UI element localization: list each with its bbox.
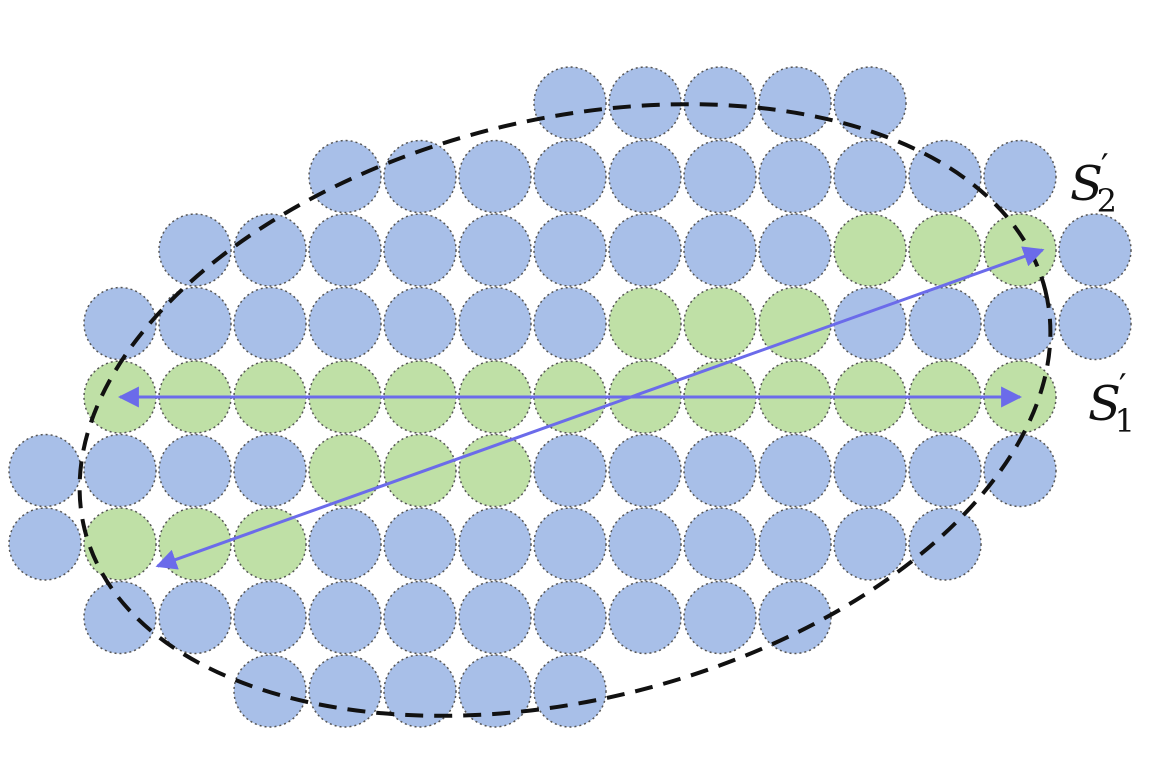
cell xyxy=(533,139,607,214)
cell xyxy=(758,580,832,655)
highlighted-cell xyxy=(233,507,307,581)
cell xyxy=(758,213,832,287)
highlighted-cell xyxy=(608,286,682,361)
cell xyxy=(308,507,382,581)
dashed-ellipse-boundary xyxy=(77,102,1053,718)
diameter-arrows xyxy=(117,246,1045,570)
cell xyxy=(458,139,532,214)
highlighted-cell xyxy=(833,213,907,287)
cell xyxy=(533,213,607,287)
cell xyxy=(458,507,532,581)
cell xyxy=(533,580,607,655)
label-s2-prime: S′2 xyxy=(1070,147,1117,220)
cell xyxy=(608,139,682,214)
cell xyxy=(458,286,532,361)
cell xyxy=(533,507,607,581)
cell xyxy=(308,654,382,728)
cell xyxy=(608,433,682,508)
cell xyxy=(8,433,82,508)
highlighted-cell xyxy=(308,433,382,508)
cell xyxy=(158,433,232,508)
cell xyxy=(383,286,457,361)
cell xyxy=(908,507,982,581)
cell xyxy=(158,213,232,287)
cell xyxy=(683,580,757,655)
label-s1-prime: S′1 xyxy=(1088,367,1135,440)
cell xyxy=(1058,213,1132,287)
cell xyxy=(908,286,982,361)
cell xyxy=(683,66,757,140)
highlighted-cell xyxy=(983,213,1057,287)
cell xyxy=(833,507,907,581)
cell xyxy=(758,433,832,508)
cell xyxy=(758,139,832,214)
cell xyxy=(458,654,532,728)
cell xyxy=(233,433,307,508)
cell xyxy=(383,213,457,287)
cell xyxy=(533,66,607,140)
cell xyxy=(458,213,532,287)
cell xyxy=(758,507,832,581)
cell xyxy=(608,66,682,140)
cell xyxy=(683,433,757,508)
cell xyxy=(683,213,757,287)
cell xyxy=(758,66,832,140)
cell xyxy=(383,654,457,728)
cell xyxy=(383,580,457,655)
cell xyxy=(908,139,982,214)
cell xyxy=(233,286,307,361)
cell xyxy=(833,139,907,214)
cell xyxy=(383,507,457,581)
cell xyxy=(608,213,682,287)
cell xyxy=(908,433,982,508)
cell xyxy=(308,580,382,655)
cell xyxy=(1058,286,1132,361)
cell xyxy=(833,433,907,508)
cell xyxy=(458,580,532,655)
cell xyxy=(683,507,757,581)
cell xyxy=(8,507,82,581)
cell xyxy=(308,139,382,214)
cell xyxy=(833,286,907,361)
cell xyxy=(83,580,157,655)
cell xyxy=(83,433,157,508)
cell xyxy=(983,433,1057,508)
cell xyxy=(83,286,157,361)
cell xyxy=(158,580,232,655)
cell xyxy=(683,139,757,214)
cell xyxy=(308,286,382,361)
highlighted-cell xyxy=(683,286,757,361)
cell xyxy=(983,139,1057,214)
cell xyxy=(833,66,907,140)
cell xyxy=(608,580,682,655)
highlighted-cell xyxy=(83,507,157,581)
cell xyxy=(233,580,307,655)
cell xyxy=(608,507,682,581)
cell xyxy=(308,213,382,287)
cell xyxy=(158,286,232,361)
cell xyxy=(533,654,607,728)
cell xyxy=(533,286,607,361)
highlighted-cell xyxy=(383,433,457,508)
arrow-s2 xyxy=(155,246,1045,570)
cell xyxy=(533,433,607,508)
